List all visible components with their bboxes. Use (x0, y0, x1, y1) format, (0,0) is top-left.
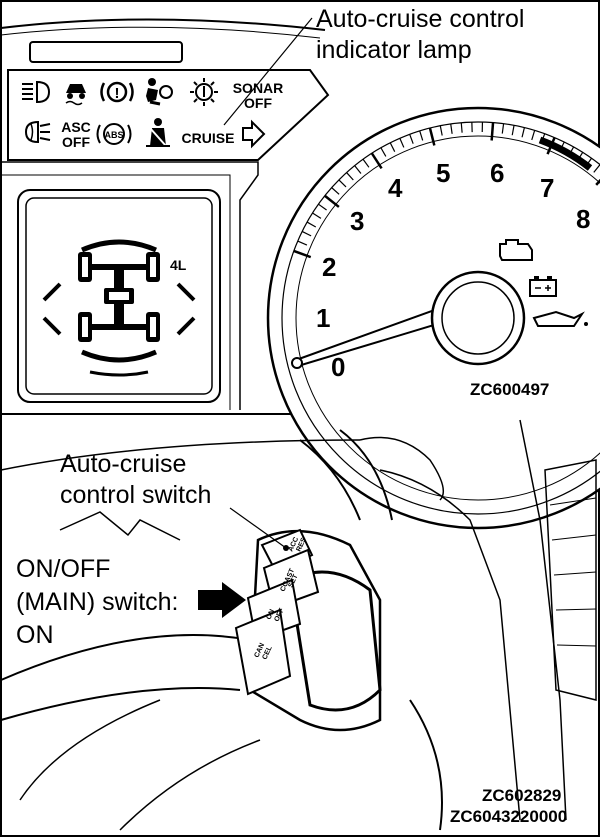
main-switch-callout-line2: (MAIN) switch: (16, 587, 179, 618)
tach-number-5: 5 (436, 158, 450, 188)
main-switch-callout-line3: ON (16, 620, 54, 651)
cruise-indicator-label: CRUISE (182, 130, 235, 146)
tach-tick (492, 123, 493, 141)
asc-label-line2: OFF (62, 134, 90, 150)
cruise-lamp-callout-line1: Auto-cruise control (316, 4, 524, 35)
cruise-switch-callout-line1: Auto-cruise (60, 449, 186, 480)
asc-label-line1: ASC (61, 119, 91, 135)
tach-number-8: 8 (576, 204, 590, 234)
bottom-figure-code: ZC602829 (482, 786, 561, 806)
tach-number-4: 4 (388, 173, 403, 203)
cruise-lamp-callout-line2: indicator lamp (316, 35, 472, 66)
main-switch-arrow-icon (198, 582, 246, 618)
tach-number-2: 2 (322, 252, 336, 282)
tach-number-0: 0 (331, 352, 345, 382)
sonar-label-line2: OFF (244, 95, 272, 111)
cluster-slot (30, 42, 182, 62)
main-switch-callout-line1: ON/OFF (16, 554, 110, 585)
abs-label: ABS (104, 130, 123, 140)
tach-number-3: 3 (350, 206, 364, 236)
needle-hub (432, 272, 524, 364)
sonar-label-line1: SONAR (233, 80, 284, 96)
tach-number-6: 6 (490, 158, 504, 188)
four-low-label: 4L (170, 257, 187, 273)
tach-number-1: 1 (316, 303, 330, 333)
tach-number-7: 7 (540, 173, 554, 203)
cruise-switch-callout-line2: control switch (60, 480, 211, 511)
tach-tick (461, 123, 462, 133)
document-code: ZC6043220000 (450, 807, 567, 827)
top-figure-code: ZC600497 (470, 380, 549, 400)
svg-text:!: ! (115, 85, 120, 102)
